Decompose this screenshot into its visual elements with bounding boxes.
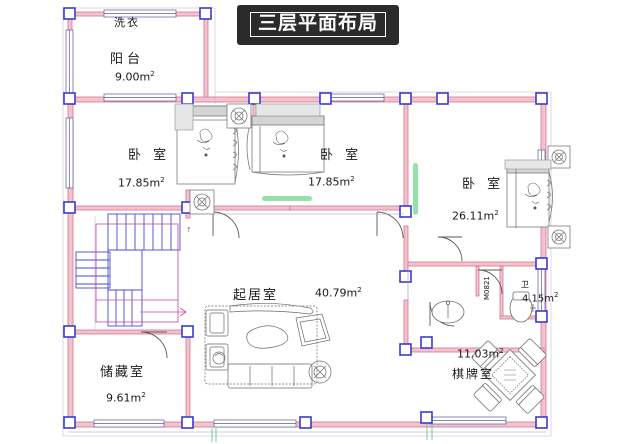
room-area-bedroom-middle: 17.85m2 [308,175,355,189]
nightstand-middle-bedroom [226,103,252,129]
room-label-storage: 储藏室 [100,365,146,380]
column-group [63,7,548,429]
plan-title-badge: 三层平面布局 [237,5,400,45]
room-label-bedroom-middle: 卧 室 [320,148,363,163]
bed-left-pillow-decor [196,128,213,157]
wardrobe-middle-bedroom [255,103,321,117]
room-area-bedroom-left: 17.85m2 [118,176,165,190]
room-area-storage: 9.61m2 [106,391,146,405]
room-area-bedroom-right: 26.11m2 [452,209,499,223]
room-area-game-room: 11.03m2 [457,347,504,361]
plan-title-text: 三层平面布局 [250,12,387,37]
corridor-lines [190,213,409,300]
nightstand-right-bedroom-top [547,145,571,169]
stair-direction-arrow [140,307,187,317]
wardrobe-right-bedroom [504,159,552,170]
room-label-bedroom-left: 卧 室 [128,148,171,163]
nightstand-left-bedroom [189,189,215,215]
room-label-living-room: 起居室 [233,288,279,303]
bed-right-pillow-decor [524,182,541,210]
wardrobe-left-bedroom [174,103,194,131]
room-area-living-room: 40.79m2 [315,286,362,300]
mahjong-tile-marks [504,369,516,381]
door-code-label: M0821 [483,276,491,300]
bathroom-fixtures [431,291,536,324]
window-group [65,9,546,428]
staircase [75,213,181,327]
room-area-balcony: 9.00m2 [115,70,155,84]
room-label-bedroom-right: 卧 室 [462,177,505,192]
staircase-handrail [95,223,179,323]
room-area-bathroom: 4.15m2 [522,291,559,305]
bed-middle-pillow-decor [272,130,289,158]
window-highlight-markers [262,163,418,215]
bed-middle-bedroom [246,115,325,176]
room-label-laundry: 洗衣 [114,16,140,29]
stair-up-label: ↑ [186,226,192,234]
nightstand-right-bedroom-bottom [547,225,571,249]
living-room-furniture [204,303,332,389]
room-label-bathroom: 卫 [521,280,529,289]
door-group [140,211,503,359]
room-label-game-room: 棋牌室 [452,367,495,381]
room-label-balcony: 阳台 [110,52,145,67]
